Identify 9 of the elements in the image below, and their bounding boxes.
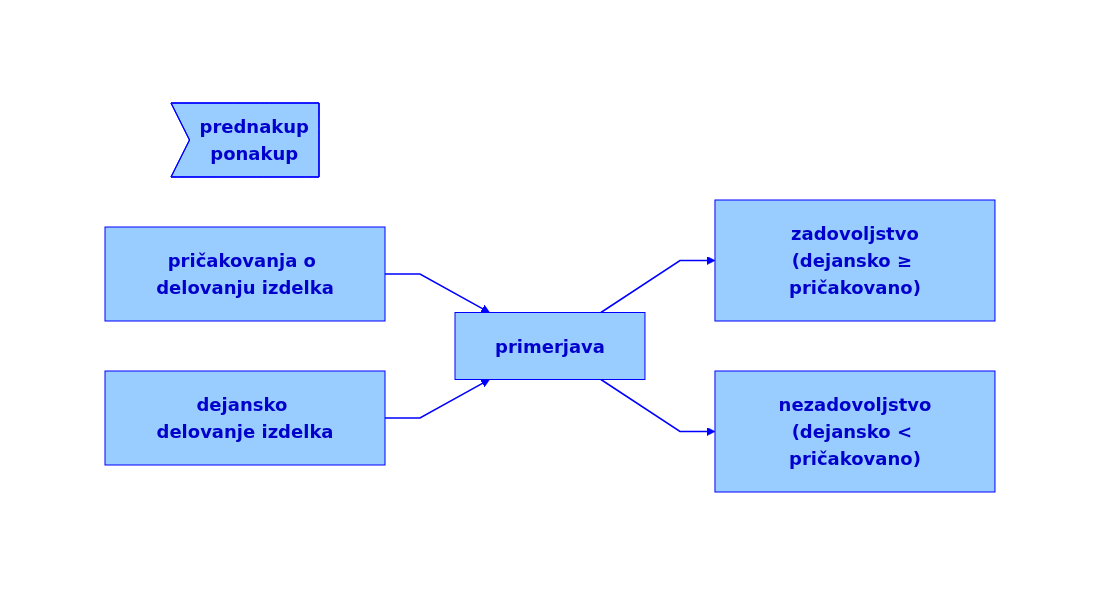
arrow [383, 272, 490, 313]
node-box: dejansko delovanje izdelka [104, 370, 385, 465]
node-box: nezadovoljstvo (dejansko < pričakovano) [714, 370, 995, 492]
node-box: zadovoljstvo (dejansko ≥ pričakovano) [714, 199, 995, 321]
arrow [599, 255, 715, 313]
node-box: pričakovanja o delovanju izdelka [104, 226, 385, 321]
node-box: primerjava [454, 311, 645, 380]
arrow [599, 378, 715, 436]
arrow [383, 378, 490, 419]
